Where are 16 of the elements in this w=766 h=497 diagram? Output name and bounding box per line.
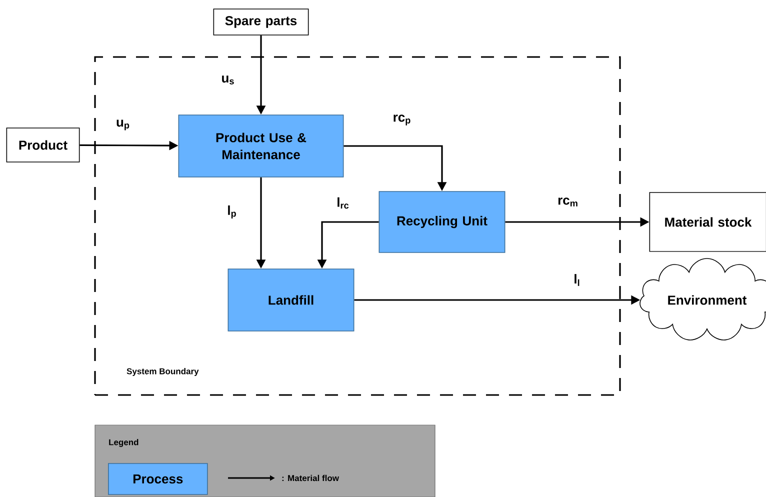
source-box: Product [6,128,80,162]
edge-label: l$_{l}$ [572,273,582,287]
edge-label: u$_{s}$ [220,74,236,86]
legend-title: Legend [109,439,138,447]
edge-label: u$_{p}$ [115,118,131,132]
edge-label: l$_{p}$ [226,204,238,220]
process-box: Landfill [228,268,354,332]
edge-label: l$_{rc}$ [336,196,350,210]
process-box: Recycling Unit [378,191,506,253]
legend-text: : Material flow [282,474,340,482]
source-box: Material stock [649,192,766,252]
edge-label: rc$_{m}$ [556,196,580,208]
source-box: Spare parts [213,8,309,36]
edge-label: rc$_{p}$ [392,114,412,126]
cloud-node: Environment [640,258,766,340]
process-box: Product Use & Maintenance [178,114,344,178]
